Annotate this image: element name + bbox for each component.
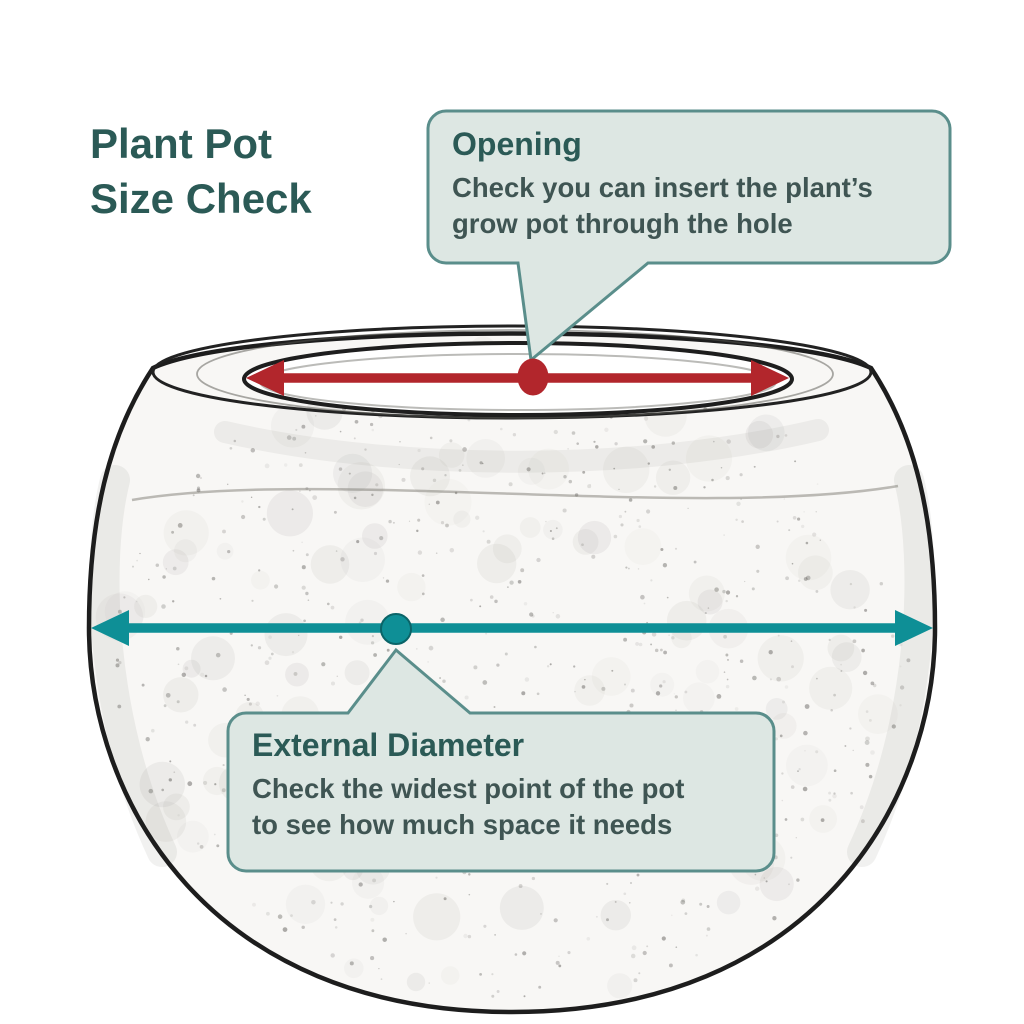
arrowhead-left-icon xyxy=(91,610,129,646)
external-diameter-callout-body-line: to see how much space it needs xyxy=(252,809,673,841)
opening-callout-body-line: Check you can insert the plant’s xyxy=(452,172,873,203)
external-diameter-callout-title: External Diameter xyxy=(252,727,525,763)
arrowhead-right-icon xyxy=(895,610,933,646)
opening-callout-bubble xyxy=(426,109,952,363)
page-title-line: Plant Pot xyxy=(90,120,273,167)
opening-callout-body-line: grow pot through the hole xyxy=(452,208,793,240)
opening-callout-title: Opening xyxy=(452,126,582,162)
page-title: Plant Pot Size Check xyxy=(90,116,312,227)
external-diameter-arrow xyxy=(91,610,933,646)
page-title-line: Size Check xyxy=(90,175,312,223)
arrowhead-right-icon xyxy=(751,360,789,396)
opening-callout: Opening Check you can insert the plant’s… xyxy=(452,126,873,242)
arrowhead-left-icon xyxy=(246,360,284,396)
external-diameter-callout: External Diameter Check the widest point… xyxy=(252,727,684,843)
opening-midpoint-dot xyxy=(517,358,549,396)
external-diameter-callout-bubble xyxy=(226,647,776,873)
external-midpoint-dot xyxy=(380,613,412,645)
pot-sketch xyxy=(86,324,938,1015)
external-diameter-callout-body-line: Check the widest point of the pot xyxy=(252,773,685,804)
opening-diameter-arrow xyxy=(246,358,789,396)
